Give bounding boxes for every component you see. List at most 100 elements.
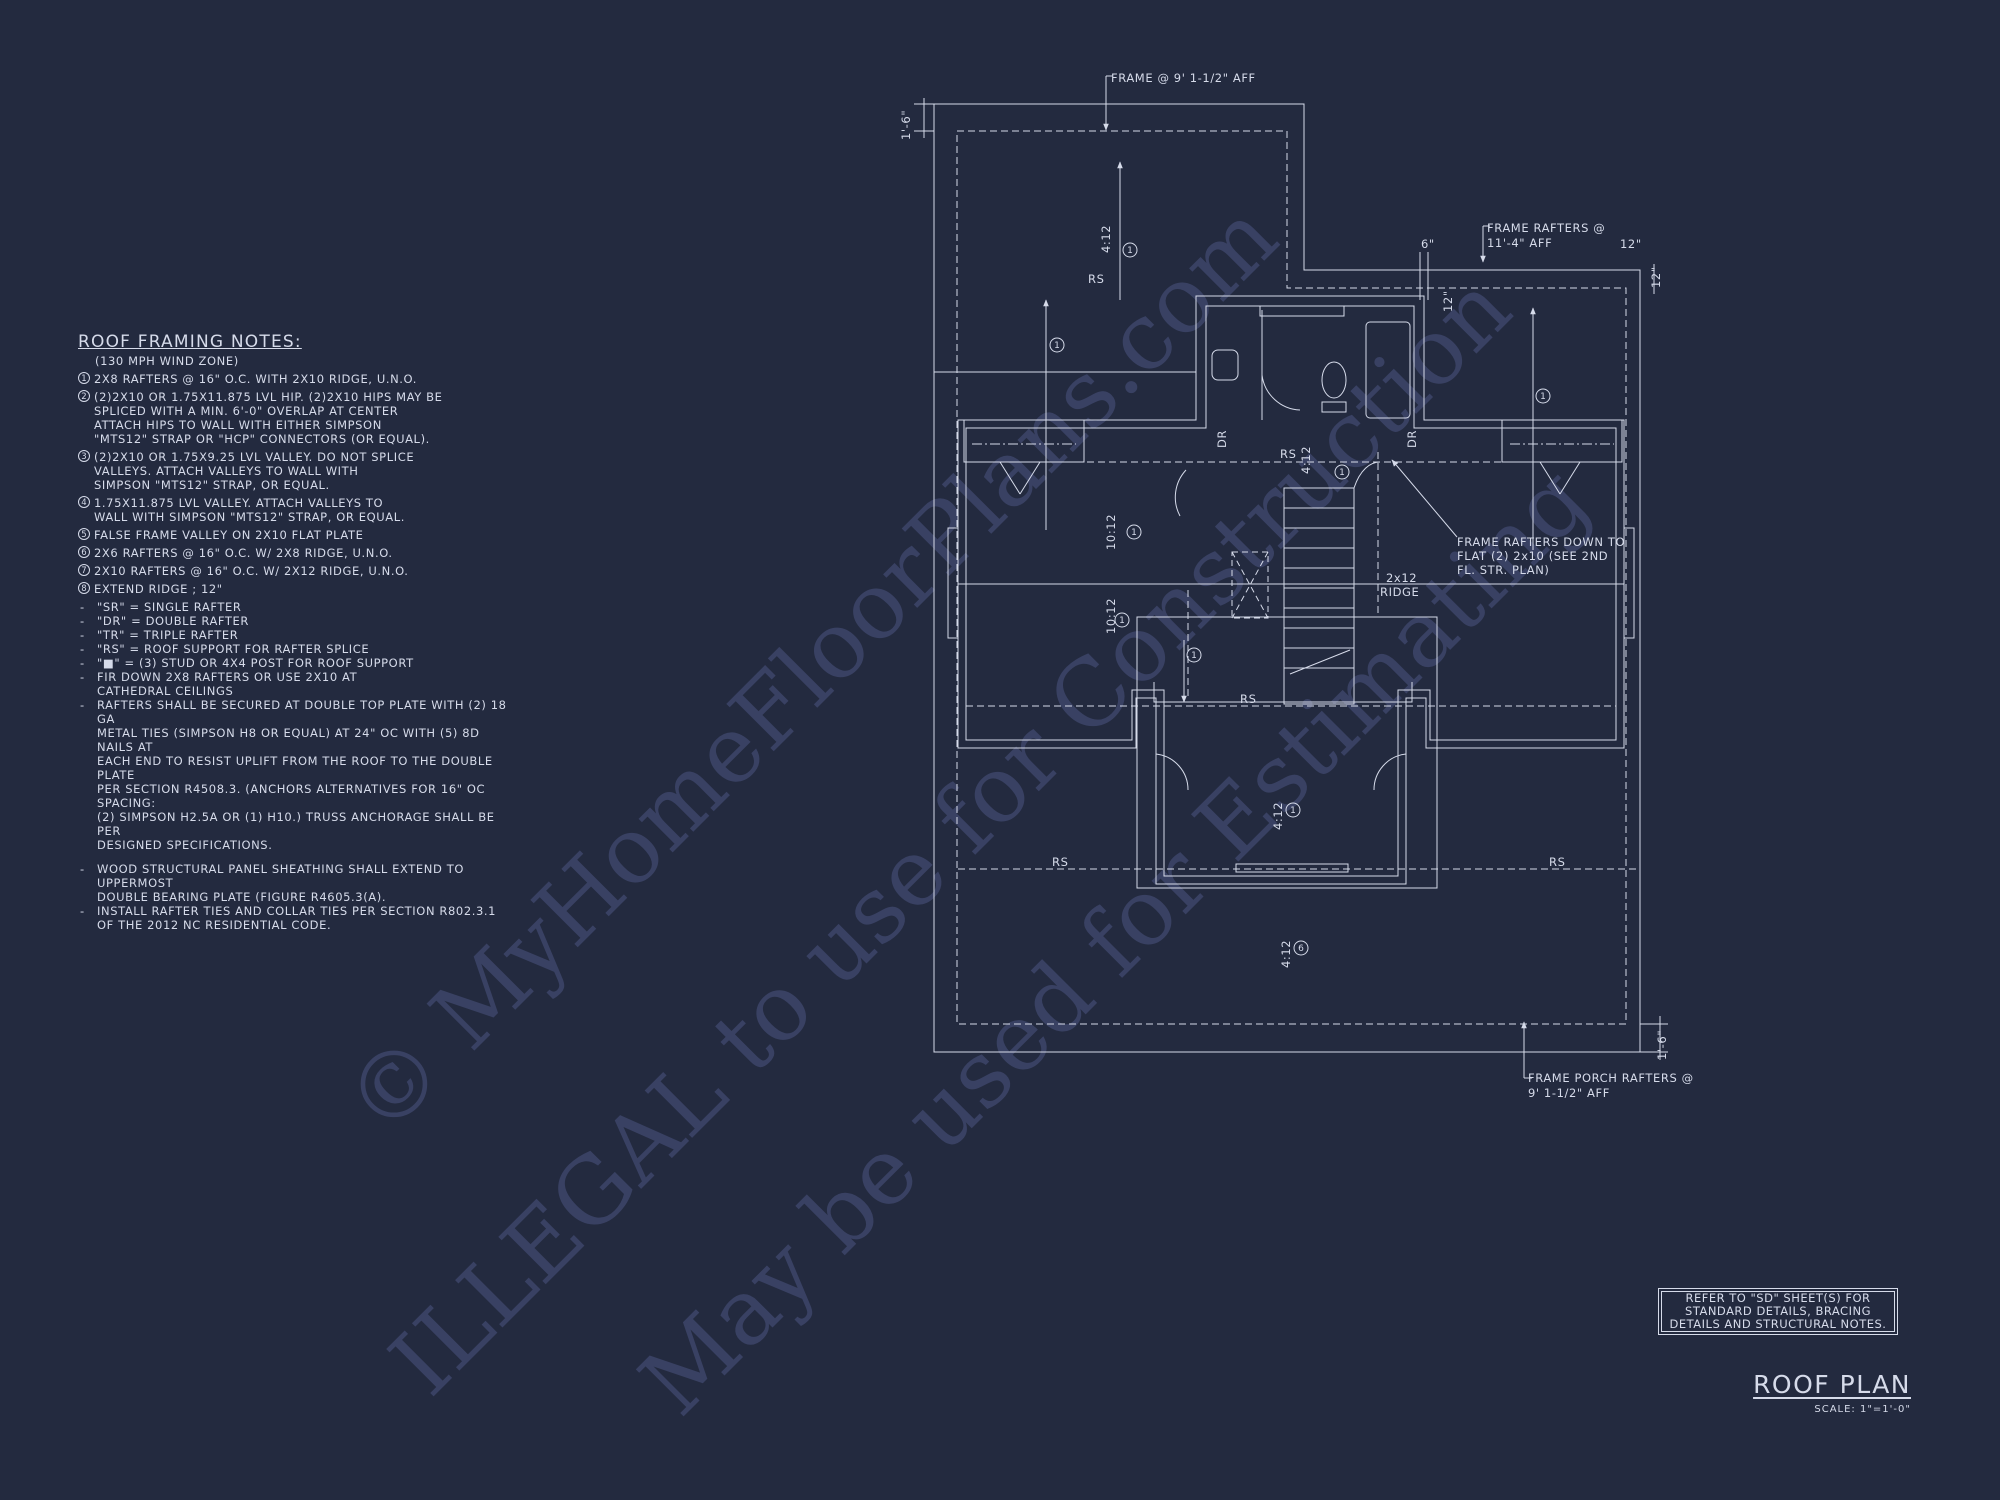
toilet-tank	[1321, 401, 1347, 413]
note-markers	[1049, 242, 1551, 956]
dim-6: 6"	[1421, 237, 1435, 251]
note-number: 7	[78, 564, 90, 576]
callout-porch-2: 9' 1-1/2" AFF	[1528, 1086, 1610, 1100]
refer-sd-note: REFER TO "SD" SHEET(S) FOR STANDARD DETA…	[1658, 1288, 1898, 1335]
note-marker-1h: 1	[1290, 806, 1296, 816]
pitch-4-12-c: 4:12	[1271, 802, 1285, 830]
note-item: 7 2x10 RAFTERS @ 16" O.C. W/ 2x12 RIDGE, …	[78, 564, 518, 578]
note-item: 1 2x8 RAFTERS @ 16" O.C. WITH 2X10 RIDGE,…	[78, 372, 518, 386]
bath-tub	[1365, 321, 1411, 419]
note-number: 3	[78, 450, 90, 462]
sink-icon	[1211, 349, 1239, 381]
pitch-10-12-b: 10:12	[1104, 598, 1118, 634]
definition-text: "SR" = SINGLE RAFTER	[97, 600, 242, 614]
dash-marker: -	[80, 600, 85, 614]
dash-marker: -	[80, 614, 85, 628]
dash-marker: -	[80, 670, 85, 684]
note-number: 1	[78, 372, 90, 384]
callout-porch-1: FRAME PORCH RAFTERS @	[1528, 1071, 1694, 1085]
ridge-label-1: 2x12	[1386, 571, 1417, 585]
note-marker-1e: 1	[1131, 528, 1137, 538]
note-number: 4	[78, 496, 90, 508]
note-marker-1c: 1	[1540, 392, 1546, 402]
definition-item: -"TR" = TRIPLE RAFTER	[78, 628, 518, 642]
definition-text: INSTALL RAFTER TIES AND COLLAR TIES PER …	[97, 904, 497, 932]
callout-frame-rafters-1: FRAME RAFTERS @	[1487, 221, 1605, 235]
definition-text: "TR" = TRIPLE RAFTER	[97, 628, 239, 642]
pitch-10-12-a: 10:12	[1104, 514, 1118, 550]
note-text: 2x6 RAFTERS @ 16" O.C. W/ 2x8 RIDGE, U.N…	[94, 546, 393, 560]
definition-item: -"SR" = SINGLE RAFTER	[78, 600, 518, 614]
code-notes: -WOOD STRUCTURAL PANEL SHEATHING SHALL E…	[78, 862, 518, 932]
plan-scale: SCALE: 1"=1'-0"	[1814, 1404, 1911, 1415]
note-number: 5	[78, 528, 90, 540]
note-item: 4 1.75x11.875 LVL VALLEY. ATTACH VALLEYS …	[78, 496, 518, 524]
callout-leaders	[1103, 75, 1532, 1079]
callout-flat-2: FLAT (2) 2x10 (SEE 2ND	[1457, 549, 1608, 563]
note-item: 6 2x6 RAFTERS @ 16" O.C. W/ 2x8 RIDGE, U.…	[78, 546, 518, 560]
definition-item: -"■" = (3) STUD OR 4x4 POST FOR ROOF SUP…	[78, 656, 518, 670]
note-marker-1g: 1	[1191, 651, 1197, 661]
upper-floor-walls-inner	[965, 305, 1617, 877]
dr-label-right: DR	[1405, 430, 1419, 448]
definition-item: -WOOD STRUCTURAL PANEL SHEATHING SHALL E…	[78, 862, 518, 904]
dr-label-left: DR	[1215, 430, 1229, 448]
attic-hatch-x	[1231, 551, 1269, 619]
definition-text: "DR" = DOUBLE RAFTER	[97, 614, 249, 628]
definition-text: "■" = (3) STUD OR 4x4 POST FOR ROOF SUPP…	[97, 656, 414, 670]
window-front	[1235, 863, 1349, 873]
note-marker-1b: 1	[1054, 341, 1060, 351]
definition-notes: -"SR" = SINGLE RAFTER-"DR" = DOUBLE RAFT…	[78, 600, 518, 852]
rafter-arrows	[1043, 161, 1536, 703]
note-marker-1f: 1	[1119, 616, 1125, 626]
dormer-walls	[1153, 682, 1413, 703]
note-text: 2x8 RAFTERS @ 16" O.C. WITH 2X10 RIDGE, …	[94, 372, 417, 386]
rs-label-2: RS	[1280, 447, 1297, 461]
dim-1-6-top: 1'-6"	[899, 110, 913, 140]
note-number: 6	[78, 546, 90, 558]
roof-outline	[933, 103, 1641, 1053]
note-marker-1d: 1	[1339, 468, 1345, 478]
definition-text: FIR DOWN 2x8 RAFTERS OR USE 2x10 AT CATH…	[97, 670, 358, 698]
note-number: 8	[78, 582, 90, 594]
plan-title: ROOF PLAN	[1753, 1370, 1911, 1399]
notes-title: ROOF FRAMING NOTES:	[78, 332, 302, 352]
attic-hatch	[1231, 551, 1269, 619]
rs-label-1: RS	[1088, 272, 1105, 286]
definition-item: -FIR DOWN 2x8 RAFTERS OR USE 2x10 AT CAT…	[78, 670, 518, 698]
note-text: 1.75x11.875 LVL VALLEY. ATTACH VALLEYS T…	[94, 496, 405, 524]
rs-label-3: RS	[1240, 692, 1257, 706]
closet-left	[963, 419, 1085, 495]
note-item: 2(2)2x10 OR 1.75x11.875 LVL HIP. (2)2x10…	[78, 390, 518, 446]
definition-text: RAFTERS SHALL BE SECURED AT DOUBLE TOP P…	[97, 698, 507, 852]
dim-12-a: 12"	[1620, 237, 1642, 251]
callout-flat-1: FRAME RAFTERS DOWN TO	[1457, 535, 1625, 549]
pitch-4-12-b: 4:12	[1299, 446, 1313, 474]
roof-framing-notes: ROOF FRAMING NOTES: (130 MPH WIND ZONE) …	[78, 332, 518, 932]
door-swing-left	[1155, 753, 1189, 791]
pitch-4-12-d: 4:12	[1279, 940, 1293, 968]
wall-line	[956, 130, 1627, 1025]
dash-marker: -	[80, 642, 85, 656]
note-text: 2x10 RAFTERS @ 16" O.C. W/ 2x12 RIDGE, U…	[94, 564, 409, 578]
title-block: ROOF PLAN SCALE: 1"=1'-0"	[1753, 1370, 1911, 1415]
toilet-icon	[1321, 361, 1347, 399]
dim-12-b: 12"	[1441, 290, 1455, 312]
window-left	[947, 527, 959, 639]
dimension-ticks	[914, 98, 1668, 1060]
dormer-outline	[1136, 616, 1438, 889]
door-swing-hall	[1174, 469, 1187, 517]
window-right	[1623, 527, 1635, 639]
staircase	[1283, 461, 1381, 705]
rs-label-4: RS	[1052, 855, 1069, 869]
definition-item: -"RS" = ROOF SUPPORT FOR RAFTER SPLICE	[78, 642, 518, 656]
upper-floor-walls	[957, 295, 1625, 885]
definition-text: "RS" = ROOF SUPPORT FOR RAFTER SPLICE	[97, 642, 370, 656]
note-text: FALSE FRAME VALLEY ON 2x10 FLAT PLATE	[94, 528, 364, 542]
definition-text: WOOD STRUCTURAL PANEL SHEATHING SHALL EX…	[97, 862, 464, 904]
callout-frame-rafters-2: 11'-4" AFF	[1487, 236, 1552, 250]
pitch-4-12-a: 4:12	[1099, 225, 1113, 253]
